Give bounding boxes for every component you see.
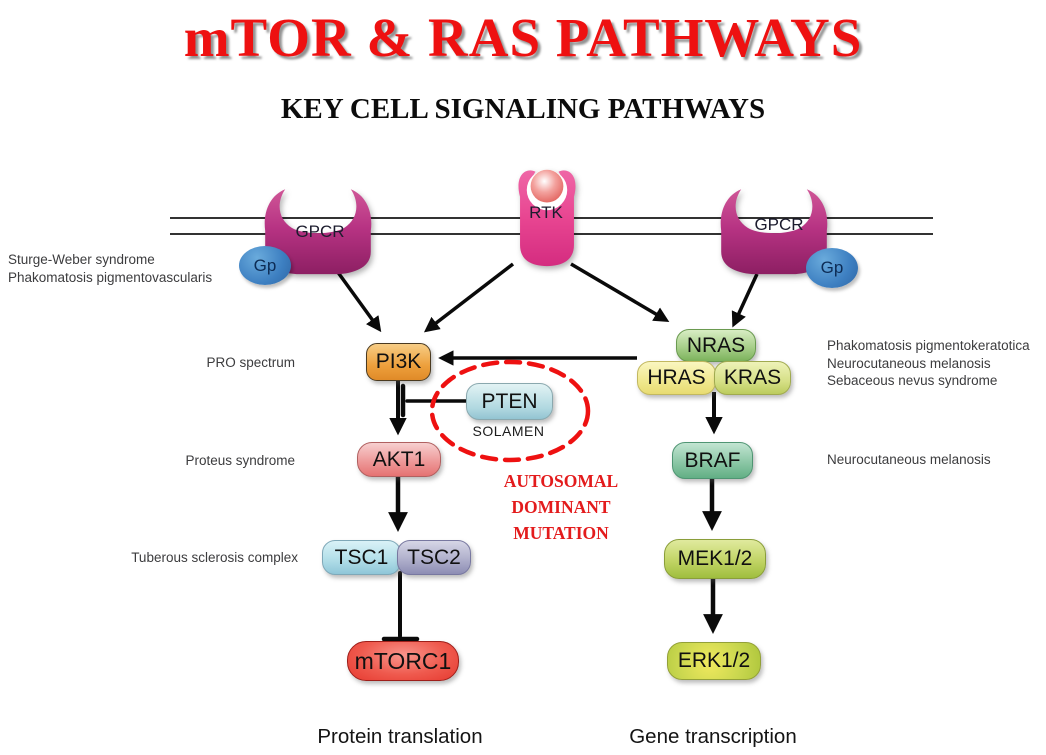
node-akt1: AKT1 xyxy=(357,442,441,477)
ligand-ball-icon xyxy=(530,169,564,203)
node-kras: KRAS xyxy=(714,361,791,395)
gp-protein-right: Gp xyxy=(806,248,858,288)
rtk-receptor-shape xyxy=(508,164,586,268)
annotation-autosomal-dominant-mutation: AUTOSOMAL DOMINANT MUTATION xyxy=(503,471,619,543)
gpcr-right-receptor-shape xyxy=(714,183,834,278)
node-tsc1: TSC1 xyxy=(322,540,401,575)
node-mtorc1: mTORC1 xyxy=(347,641,459,681)
page-subtitle: KEY CELL SIGNALING PATHWAYS xyxy=(280,93,766,125)
annotation-line: Phakomatosis pigmentovascularis xyxy=(8,270,213,285)
node-hras: HRAS xyxy=(637,361,716,395)
page-title: mTOR & RAS PATHWAYS xyxy=(183,7,863,68)
pten-sublabel-solamen: SOLAMEN xyxy=(472,423,545,439)
annotation-proteus-syndrome: Proteus syndrome xyxy=(185,453,295,468)
annotation-sturge-weber: Sturge-Weber syndrome Phakomatosis pigme… xyxy=(8,251,212,287)
annotation-pro-spectrum: PRO spectrum xyxy=(206,355,295,370)
annotation-line: Sturge-Weber syndrome xyxy=(8,252,155,267)
node-nras: NRAS xyxy=(676,329,756,362)
annotation-right-top-group: Phakomatosis pigmentokeratotica Neurocut… xyxy=(827,337,1030,390)
outcome-gene-transcription: Gene transcription xyxy=(629,725,797,748)
annotation-tuberous-sclerosis: Tuberous sclerosis complex xyxy=(131,550,298,565)
node-mek12: MEK1/2 xyxy=(664,539,766,579)
node-pten: PTEN xyxy=(466,383,553,420)
node-erk12: ERK1/2 xyxy=(667,642,761,680)
node-pi3k: PI3K xyxy=(366,343,431,381)
node-braf: BRAF xyxy=(672,442,753,479)
gpcr-right-label: GPCR xyxy=(754,215,804,234)
annotation-line: Neurocutaneous melanosis xyxy=(827,355,991,371)
gpcr-left-label: GPCR xyxy=(295,222,345,241)
annotation-neurocutaneous-melanosis: Neurocutaneous melanosis xyxy=(827,452,991,467)
outcome-protein-translation: Protein translation xyxy=(317,725,483,748)
annotation-line: Sebaceous nevus syndrome xyxy=(827,373,998,388)
gpcr-left-receptor-shape xyxy=(258,183,378,278)
annotation-line: Phakomatosis pigmentokeratotica xyxy=(827,338,1030,353)
node-tsc2: TSC2 xyxy=(397,540,471,575)
activation-arrows xyxy=(335,262,759,634)
rtk-label: RTK xyxy=(529,203,563,222)
gp-protein-left: Gp xyxy=(239,246,291,285)
